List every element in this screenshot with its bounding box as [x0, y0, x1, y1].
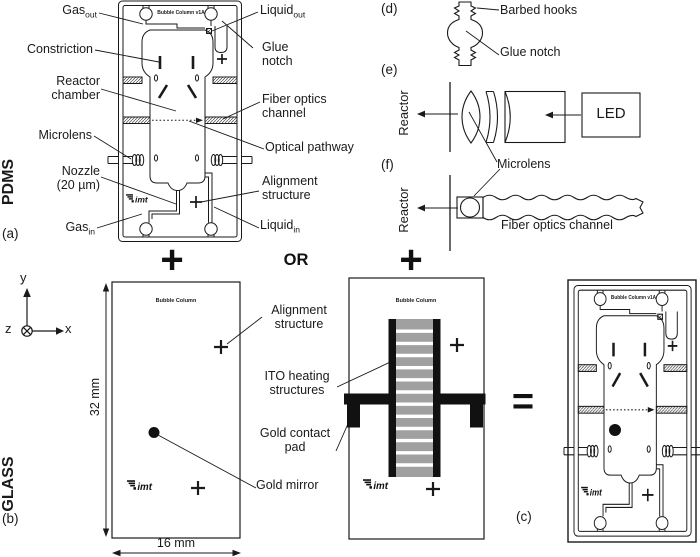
panel-tag-b: (b): [2, 511, 19, 526]
label-gas-in: Gasin: [65, 220, 95, 237]
plus-operator-1: +: [160, 238, 184, 282]
label-alignment-a: Alignment structure: [262, 174, 318, 203]
equals-operator: =: [511, 381, 535, 423]
label-fiber-optics-a: Fiber optics channel: [262, 92, 327, 121]
label-gas-out: Gasout: [62, 3, 97, 20]
ito-chip-drawing: Bubble Column: [344, 277, 486, 540]
panel-tag-f: (f): [381, 157, 394, 172]
chip-b-title: Bubble Column: [156, 298, 197, 304]
plus-operator-2: +: [399, 238, 423, 282]
label-microlens-a: Microlens: [38, 128, 93, 142]
assembled-chip-drawing: [564, 279, 700, 543]
panel-tag-d: (d): [381, 1, 398, 16]
label-reactor-e: Reactor: [396, 90, 411, 136]
gold-mirror-dot: [148, 427, 160, 438]
dim-label-32mm: 32 mm: [88, 377, 102, 417]
coordinate-axes: [21, 288, 64, 337]
label-glue-notch-d: Glue notch: [500, 45, 561, 59]
panel-tag-c: (c): [516, 509, 532, 524]
layer-label-pdms: PDMS: [0, 158, 17, 206]
axis-label-x: x: [65, 321, 72, 336]
label-liquid-in: Liquidin: [260, 218, 300, 235]
axis-label-y: y: [20, 270, 27, 285]
layer-label-glass: GLASS: [0, 456, 17, 512]
label-gas-out-base: Gas: [62, 3, 86, 17]
label-led: LED: [596, 105, 626, 122]
label-nozzle: Nozzle (20 µm): [56, 164, 100, 193]
glass-chip-drawing: Bubble Column: [111, 281, 241, 539]
label-alignment-b: Alignment structure: [271, 303, 327, 332]
panel-a-leader-lines: [93, 11, 265, 229]
gold-mirror-dot-assembled: [609, 424, 621, 436]
label-microlens-ef: Microlens: [497, 157, 551, 171]
dimension-32mm: [102, 283, 110, 537]
axis-label-z: z: [5, 321, 12, 336]
label-liquid-in-sub: in: [293, 224, 300, 235]
label-gold-mirror: Gold mirror: [256, 478, 319, 492]
dimension-16mm: [112, 549, 241, 557]
panel-tag-e: (e): [381, 62, 398, 77]
led-optics-drawing: [417, 82, 641, 197]
label-glue-notch-a: Glue notch: [262, 40, 293, 69]
gold-contact-pad-left: [344, 393, 390, 405]
label-gold-contact-pad: Gold contact pad: [259, 426, 331, 455]
barbed-connector-drawing: [446, 1, 500, 67]
chip-ito-title: Bubble Column: [396, 298, 437, 304]
fiber-optics-drawing: [417, 175, 644, 251]
gold-contact-pad-right: [440, 393, 486, 405]
label-reactor-f: Reactor: [396, 187, 411, 233]
label-gas-in-sub: in: [88, 226, 95, 237]
chip-a-title: Bubble Column v1A: [157, 10, 205, 16]
label-reactor-chamber: Reactor chamber: [51, 74, 100, 103]
ito-heater-ladder: [344, 319, 486, 477]
label-fiber-optics-f: Fiber optics channel: [501, 218, 613, 232]
label-liquid-out: Liquidout: [260, 3, 305, 20]
label-gas-out-sub: out: [85, 9, 97, 20]
label-constriction: Constriction: [27, 42, 93, 56]
dim-label-16mm: 16 mm: [156, 536, 196, 550]
label-optical-pathway: Optical pathway: [265, 140, 354, 154]
label-barbed-hooks: Barbed hooks: [500, 3, 578, 17]
or-operator: OR: [283, 251, 309, 269]
label-liquid-out-base: Liquid: [260, 3, 294, 17]
label-liquid-in-base: Liquid: [260, 218, 294, 232]
label-ito-heating: ITO heating structures: [264, 369, 330, 398]
label-liquid-out-sub: out: [293, 9, 306, 20]
pdms-chip-drawing: Bubble Column v1A: [107, 0, 253, 242]
label-gas-in-base: Gas: [65, 220, 89, 234]
panel-tag-a: (a): [2, 226, 19, 241]
